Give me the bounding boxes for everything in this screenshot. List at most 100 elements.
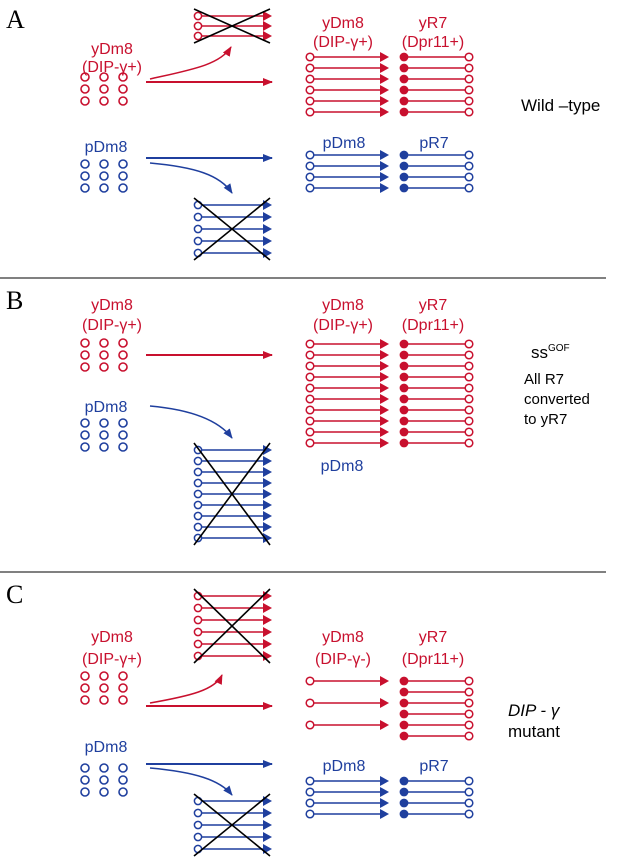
red-r7-sublabel: (Dpr11+): [402, 34, 464, 51]
dm8-cell-circle: [193, 627, 203, 637]
r7-cell-circle: [464, 74, 474, 84]
dm8-terminal-triangle: [263, 467, 272, 477]
dm8-terminal-triangle: [263, 603, 272, 613]
dm8-terminal-triangle: [263, 11, 272, 21]
dm8-cell-circle: [193, 456, 203, 466]
dm8-cell-circle: [305, 394, 315, 404]
cell-circle: [118, 775, 128, 785]
dm8-terminal-triangle: [380, 172, 389, 182]
dm8-terminal-triangle: [380, 361, 389, 371]
blue-arrow-curved: [149, 767, 233, 796]
cell-circle: [99, 84, 109, 94]
dm8-cell-circle: [305, 107, 315, 117]
r7-cell-circle: [464, 394, 474, 404]
r7-terminal-dot: [399, 405, 409, 415]
dm8-cell-circle: [193, 236, 203, 246]
cell-circle: [99, 671, 109, 681]
r7-cell-circle: [464, 383, 474, 393]
dm8-cell-circle: [305, 96, 315, 106]
red-dm8-label: yDm8: [322, 15, 364, 32]
r7-terminal-dot: [399, 798, 409, 808]
dm8-terminal-triangle: [263, 31, 272, 41]
r7-cell-circle: [464, 776, 474, 786]
blue-synapse-pairs: [305, 776, 474, 819]
dm8-terminal-triangle: [380, 798, 389, 808]
r7-cell-circle: [464, 172, 474, 182]
dm8-cell-circle: [305, 339, 315, 349]
r7-cell-circle: [464, 107, 474, 117]
r7-cell-circle: [464, 427, 474, 437]
r7-cell-circle: [464, 350, 474, 360]
r7-cell-circle: [464, 720, 474, 730]
panel-c: C yDm8 (DIP-γ+) pDm8 yDm8 (DIP-γ-) yR7 (…: [6, 580, 561, 857]
r7-cell-circle: [464, 731, 474, 741]
dm8-cell-circle: [305, 372, 315, 382]
r7-cell-circle: [464, 150, 474, 160]
dm8-cell-circle: [193, 31, 203, 41]
cell-circle: [80, 683, 90, 693]
cell-circle: [99, 442, 109, 452]
dm8-cell-circle: [305, 63, 315, 73]
red-synapse-crossed: [193, 8, 272, 44]
dm8-cell-circle: [305, 438, 315, 448]
red-cell-grid: [80, 338, 128, 372]
panel-caption: to yR7: [524, 411, 567, 428]
cell-circle: [118, 159, 128, 169]
caption-ss-text: ss: [531, 343, 548, 362]
cell-circle: [80, 430, 90, 440]
left-red-label: yDm8: [91, 629, 133, 646]
red-r7-sublabel: (Dpr11+): [402, 651, 464, 668]
dm8-terminal-triangle: [263, 844, 272, 854]
r7-cell-circle: [464, 52, 474, 62]
dm8-cell-circle: [305, 798, 315, 808]
cell-circle: [118, 362, 128, 372]
cell-circle: [118, 338, 128, 348]
red-dm8-sublabel: (DIP-γ+): [313, 34, 373, 51]
cell-circle: [118, 430, 128, 440]
red-dm8-sublabel: (DIP-γ-): [315, 651, 371, 668]
red-dm8-label: yDm8: [322, 297, 364, 314]
dm8-terminal-triangle: [380, 438, 389, 448]
cell-circle: [118, 671, 128, 681]
cell-circle: [99, 775, 109, 785]
red-arrow-curved: [149, 46, 232, 80]
dm8-terminal-triangle: [263, 212, 272, 222]
r7-cell-circle: [464, 676, 474, 686]
r7-terminal-dot: [399, 687, 409, 697]
dm8-terminal-triangle: [263, 478, 272, 488]
r7-terminal-dot: [399, 720, 409, 730]
r7-cell-circle: [464, 96, 474, 106]
r7-cell-circle: [464, 709, 474, 719]
r7-cell-circle: [464, 339, 474, 349]
dm8-cell-circle: [193, 511, 203, 521]
cell-circle: [99, 96, 109, 106]
blue-r7-label: pR7: [419, 758, 448, 775]
r7-terminal-dot: [399, 361, 409, 371]
panel-caption: mutant: [508, 722, 560, 741]
dm8-cell-circle: [305, 809, 315, 819]
dm8-terminal-triangle: [380, 96, 389, 106]
dm8-cell-circle: [305, 416, 315, 426]
cell-circle: [118, 96, 128, 106]
cell-circle: [80, 350, 90, 360]
dm8-terminal-triangle: [380, 52, 389, 62]
dm8-terminal-triangle: [380, 350, 389, 360]
red-dm8-label: yDm8: [322, 629, 364, 646]
r7-cell-circle: [464, 405, 474, 415]
r7-terminal-dot: [399, 161, 409, 171]
dm8-terminal-triangle: [263, 639, 272, 649]
panel-letter: A: [6, 5, 25, 34]
caption-ss-superscript: GOF: [548, 343, 570, 354]
dm8-cell-circle: [193, 21, 203, 31]
dm8-terminal-triangle: [263, 808, 272, 818]
cell-circle: [99, 430, 109, 440]
panel-caption: Wild –type: [521, 96, 600, 115]
cell-circle: [80, 763, 90, 773]
left-red-sublabel: (DIP-γ+): [82, 317, 142, 334]
cell-circle: [80, 96, 90, 106]
panel-b: B yDm8 (DIP-γ+) pDm8 yDm8 (DIP-γ+) yR7 (…: [6, 286, 590, 546]
r7-terminal-dot: [399, 383, 409, 393]
red-dm8-sublabel: (DIP-γ+): [313, 317, 373, 334]
r7-cell-circle: [464, 698, 474, 708]
dm8-cell-circle: [193, 522, 203, 532]
